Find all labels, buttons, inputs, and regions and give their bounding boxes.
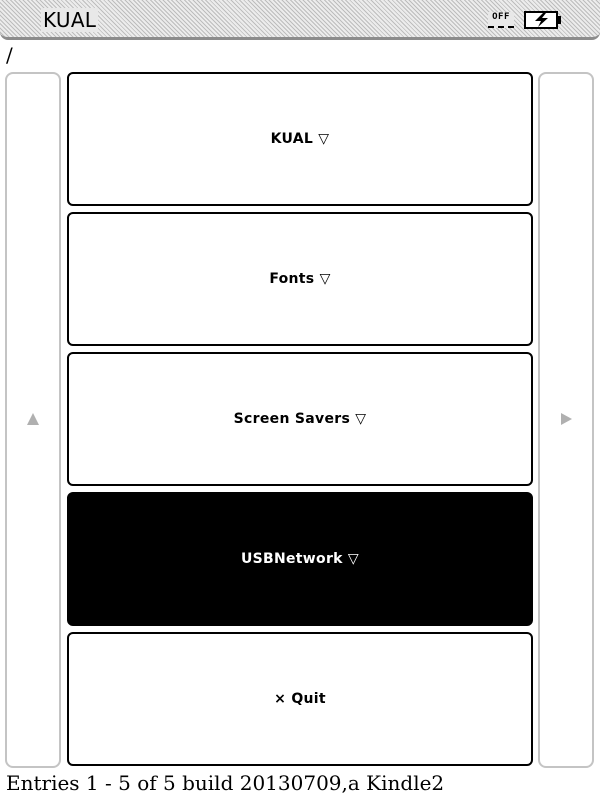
menu-item-label: Screen Savers ▽	[233, 411, 367, 427]
menu-item-fonts[interactable]: Fonts ▽	[67, 212, 533, 346]
menu-item-usbnetwork[interactable]: USBNetwork ▽	[67, 492, 533, 626]
next-page-button[interactable]	[538, 72, 594, 768]
menu-item-label: KUAL ▽	[270, 131, 330, 147]
app-title: KUAL	[41, 8, 99, 32]
arrow-right-icon	[561, 413, 572, 425]
battery-charging-icon	[524, 11, 561, 29]
arrow-up-icon	[27, 413, 39, 425]
menu-item-label: USBNetwork ▽	[240, 551, 360, 567]
menu-item-quit[interactable]: × Quit	[67, 632, 533, 766]
menu-item-kual[interactable]: KUAL ▽	[67, 72, 533, 206]
footer-status: Entries 1 - 5 of 5 build 20130709,a Kind…	[6, 771, 445, 795]
current-path: /	[6, 43, 13, 67]
wifi-status: OFF	[488, 12, 514, 28]
menu-item-label: Fonts ▽	[269, 271, 331, 287]
menu-item-screen-savers[interactable]: Screen Savers ▽	[67, 352, 533, 486]
prev-page-button[interactable]	[5, 72, 61, 768]
menu-item-label: × Quit	[274, 691, 326, 707]
status-bar: KUAL OFF	[0, 0, 600, 40]
